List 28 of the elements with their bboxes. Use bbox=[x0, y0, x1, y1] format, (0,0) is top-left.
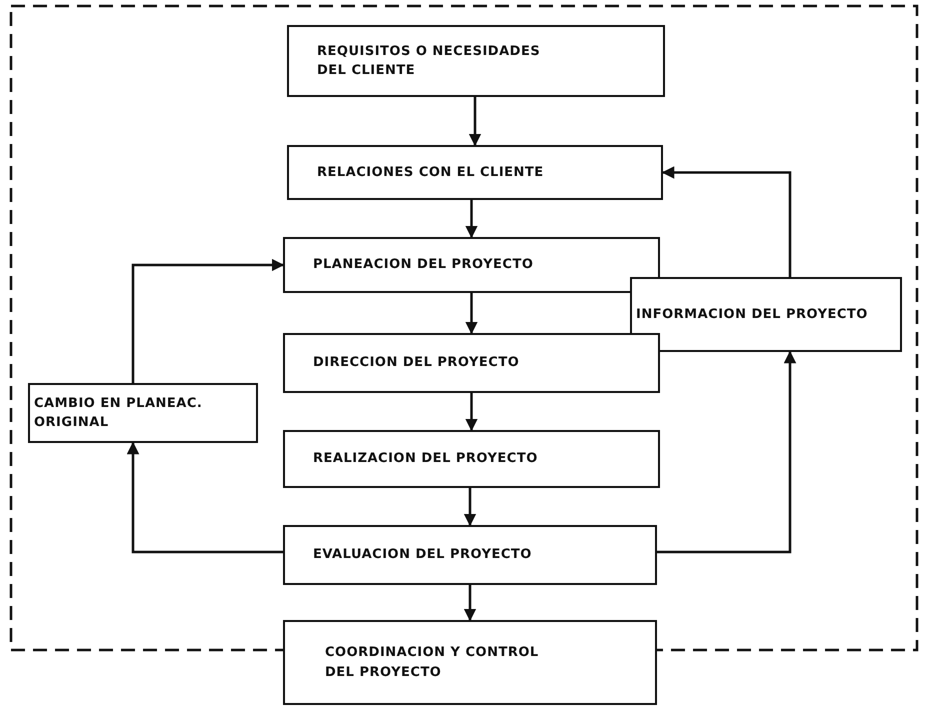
arrow bbox=[465, 393, 478, 432]
arrow bbox=[126, 442, 283, 554]
process-box bbox=[283, 333, 660, 393]
process-box bbox=[283, 620, 657, 705]
process-box bbox=[287, 145, 663, 200]
arrow bbox=[468, 97, 482, 146]
process-box bbox=[630, 277, 902, 352]
process-box bbox=[283, 430, 660, 488]
arrow bbox=[465, 200, 478, 238]
process-box bbox=[283, 525, 657, 585]
arrow bbox=[132, 258, 284, 383]
process-box bbox=[28, 383, 258, 443]
box-label: CAMBIO EN PLANEAC. ORIGINAL bbox=[34, 394, 204, 432]
arrow bbox=[662, 166, 792, 277]
arrow bbox=[464, 488, 476, 526]
process-box bbox=[287, 25, 665, 97]
process-box bbox=[283, 237, 660, 293]
box-label: PLANEACION DEL PROYECTO bbox=[313, 256, 534, 274]
box-label: COORDINACION Y CONTROL DEL PROYECTO bbox=[325, 644, 540, 682]
box-label: DIRECCION DEL PROYECTO bbox=[313, 354, 520, 372]
box-label: REQUISITOS O NECESIDADES DEL CLIENTE bbox=[317, 42, 542, 80]
box-label: INFORMACION DEL PROYECTO bbox=[636, 306, 868, 324]
box-label: RELACIONES CON EL CLIENTE bbox=[317, 164, 544, 182]
arrow bbox=[657, 350, 796, 554]
box-label: EVALUACION DEL PROYECTO bbox=[313, 546, 532, 564]
arrow bbox=[464, 585, 476, 622]
arrow bbox=[465, 293, 478, 334]
box-label: REALIZACION DEL PROYECTO bbox=[313, 450, 538, 468]
